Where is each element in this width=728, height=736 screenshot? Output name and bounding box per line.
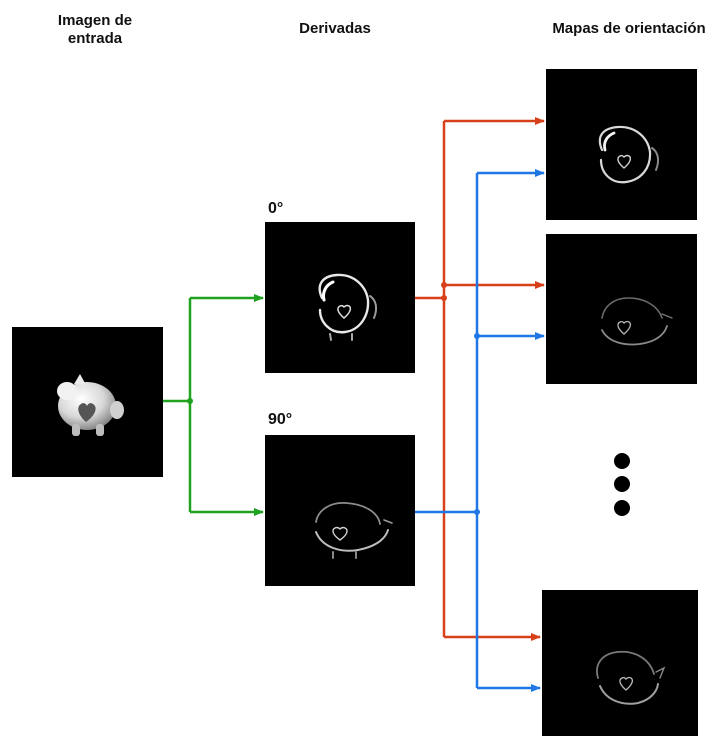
derivative-90-label: 90° — [268, 411, 293, 428]
piggy-bank-edges-icon — [318, 273, 378, 341]
orientation-maps-heading: Mapas de orientación — [552, 20, 706, 37]
orientation-map-1 — [546, 69, 697, 220]
derivative-0-label: 0° — [268, 200, 284, 217]
piggy-bank-edges-icon — [598, 125, 660, 184]
piggy-bank-edges-icon — [601, 297, 673, 346]
piggy-bank-edges-icon — [315, 502, 393, 559]
derivative-0-image — [265, 222, 415, 373]
ellipsis-icon — [614, 453, 630, 516]
green-connectors — [163, 294, 264, 516]
orientation-map-2 — [546, 234, 697, 384]
derivatives-heading: Derivadas — [299, 20, 371, 37]
orientation-map-n — [542, 590, 698, 736]
blue-connectors — [415, 169, 545, 692]
red-connectors — [415, 117, 545, 641]
piggy-bank-edges-icon — [596, 650, 666, 705]
derivative-90-image — [265, 435, 415, 586]
input-image-heading: Imagen de entrada — [57, 12, 133, 47]
input-image — [12, 327, 163, 477]
piggy-bank-icon — [57, 374, 124, 436]
